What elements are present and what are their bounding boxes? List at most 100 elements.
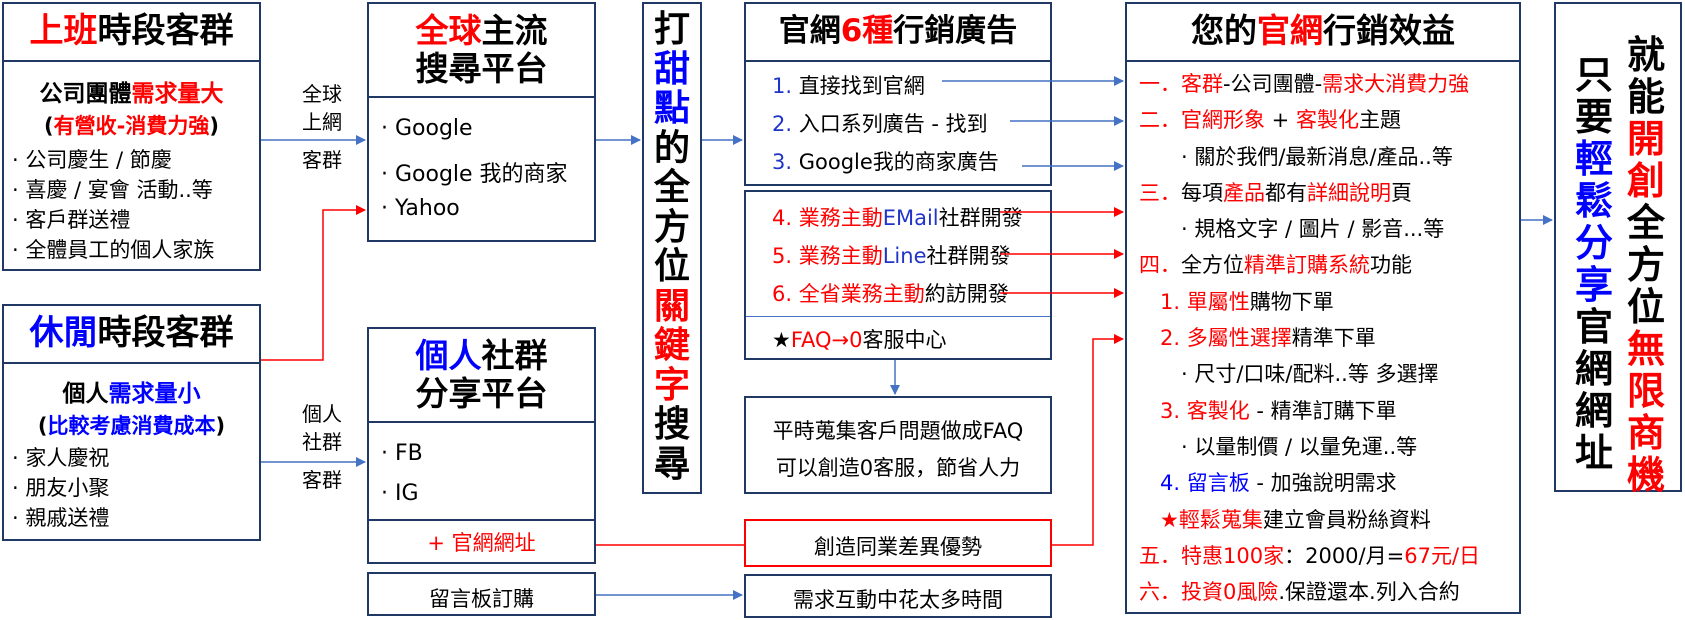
final-message-column-right: 就能開創全方位無限商機 [1624, 34, 1668, 496]
official-site-url-link: + 官網網址 [427, 531, 536, 555]
final-message-column-left: 只要輕鬆分享官網網址 [1572, 54, 1616, 474]
final-message-char: 創 [1626, 159, 1665, 203]
ads-item: 2. 入口系列廣告 - 找到 [772, 112, 988, 136]
benefit-text: · 尺寸/口味/配料..等 多選擇 [1139, 362, 1439, 387]
leisure-item: · 家人慶祝 [12, 446, 110, 470]
work-segment-box: 上班時段客群 公司團體需求量大 (有營收-消費力強) · 公司慶生 / 節慶 ·… [2, 2, 261, 271]
benefit-text: ：2000/月= [1284, 543, 1405, 568]
faq-note-box: 平時蒐集客戶問題做成FAQ 可以創造0客服，節省人力 [744, 396, 1052, 494]
final-message-char: 要 [1574, 95, 1613, 139]
work-segment-subtitle: 公司團體需求量大 [39, 81, 224, 107]
business-dev-divider [746, 316, 1050, 317]
benefit-line: · 尺寸/口味/配料..等 多選擇 [1139, 356, 1480, 392]
benefit-line: 2. 多屬性選擇精準下單 [1139, 320, 1480, 356]
leisure-segment-subtitle: 個人需求量小 [62, 381, 201, 407]
benefit-line: · 關於我們/最新消息/產品..等 [1139, 139, 1480, 175]
social-platform-title: 個人社群 分享平台 [369, 329, 594, 423]
final-message-char: 位 [1626, 285, 1665, 329]
benefit-line: ★輕鬆蒐集建立會員粉絲資料 [1139, 502, 1480, 538]
message-board-order-box: 留言板訂購 [367, 572, 596, 616]
benefit-line: · 以量制價 / 以量免運..等 [1139, 429, 1480, 465]
benefit-line: 1. 單屬性購物下單 [1139, 284, 1480, 320]
benefit-text: 每項 [1181, 180, 1223, 205]
social-platform-item: · IG [381, 481, 419, 506]
benefit-text: 產品 [1223, 180, 1265, 205]
final-message-char: 官 [1574, 305, 1613, 349]
business-dev-box: 4. 業務主動EMail社群開發 5. 業務主動Line社群開發 6. 全省業務… [744, 190, 1052, 360]
benefit-text: 二． [1139, 108, 1181, 133]
keyword-char: 全 [653, 167, 690, 208]
work-item: · 喜慶 / 宴會 活動..等 [12, 178, 213, 202]
benefit-text: 都有 [1265, 180, 1307, 205]
final-message-char: 網 [1574, 347, 1613, 391]
label-personal-social-customers: 個人 社群 客群 [302, 402, 342, 492]
final-message-char: 址 [1574, 431, 1613, 475]
benefit-text: 需求大消費力強 [1322, 72, 1470, 96]
benefit-text: 精準訂購系統 [1244, 253, 1370, 278]
benefit-text: 詳細說明 [1307, 180, 1391, 205]
leisure-segment-note: (比較考慮消費成本) [37, 414, 226, 438]
benefit-line: 五．特惠100家：2000/月=67元/日 [1139, 538, 1480, 574]
ads-item: 1. 直接找到官網 [772, 74, 925, 98]
leisure-item: · 親戚送禮 [12, 506, 110, 530]
benefit-text: 67元/日 [1404, 543, 1481, 568]
benefit-text: 客製化 [1295, 108, 1359, 133]
leisure-segment-box: 休閒時段客群 個人需求量小 (比較考慮消費成本) · 家人慶祝 · 朋友小聚 ·… [2, 304, 261, 541]
benefit-text: · 以量制價 / 以量免運..等 [1139, 434, 1418, 459]
benefit-line: 一．客群-公司團體-需求大消費力強 [1139, 66, 1480, 102]
benefit-line: 二．官網形象 + 客製化主題 [1139, 102, 1480, 138]
benefit-text: 一． [1139, 72, 1181, 96]
benefit-text: 客群 [1181, 72, 1223, 96]
business-dev-item: 6. 全省業務主動約訪開發 [772, 282, 1009, 306]
keyword-char: 打 [653, 9, 690, 50]
search-platform-box: 全球主流 搜尋平台 · Google · Google 我的商家 · Yahoo [367, 2, 596, 242]
final-message-char: 方 [1626, 243, 1665, 287]
final-message-char: 機 [1626, 453, 1665, 497]
benefit-text: - 加強說明需求 [1249, 471, 1397, 496]
final-message-char: 只 [1574, 53, 1613, 97]
keyword-search-box: 打甜點的全方位關鍵字搜尋 [642, 2, 702, 494]
social-platform-item: · FB [381, 441, 423, 466]
benefit-text: ★ [1139, 507, 1179, 532]
keyword-vertical-text: 打甜點的全方位關鍵字搜尋 [644, 10, 700, 484]
search-platform-item: · Yahoo [381, 196, 460, 221]
ads-box: 官網6種行銷廣告 1. 直接找到官網 2. 入口系列廣告 - 找到 3. Goo… [744, 2, 1052, 186]
final-message-char: 就 [1626, 33, 1665, 77]
keyword-char: 關 [653, 285, 690, 327]
final-message-char: 網 [1574, 389, 1613, 433]
keyword-char: 點 [653, 88, 690, 129]
time-cost-box: 需求互動中花太多時間 [744, 574, 1052, 618]
benefit-text: 4. [1139, 471, 1187, 496]
faq-note-line: 平時蒐集客戶問題做成FAQ [772, 419, 1024, 443]
benefit-text: 三． [1139, 180, 1181, 205]
search-platform-title: 全球主流 搜尋平台 [369, 4, 594, 98]
keyword-char: 尋 [653, 443, 690, 485]
keyword-char: 搜 [653, 404, 690, 445]
final-message-char: 開 [1626, 117, 1665, 161]
benefit-text: 1. [1139, 289, 1187, 314]
leisure-segment-title: 休閒時段客群 [4, 306, 259, 364]
benefit-text: 購物下單 [1249, 289, 1334, 314]
keyword-char: 位 [653, 246, 690, 287]
arrow-diff-to-benefits [1052, 334, 1124, 546]
benefit-text: 功能 [1370, 253, 1412, 278]
differentiation-box: 創造同業差異優勢 [744, 519, 1052, 567]
benefit-text: 特惠100家 [1181, 543, 1285, 568]
benefit-text: 頁 [1391, 180, 1412, 205]
ads-title: 官網6種行銷廣告 [746, 4, 1050, 62]
benefit-text: 3. [1139, 398, 1187, 423]
work-item: · 客戶群送禮 [12, 208, 131, 232]
final-message-char: 鬆 [1574, 179, 1613, 223]
benefit-text: 客製化 [1186, 398, 1250, 423]
faq-service-center: ★FAQ→0客服中心 [772, 328, 947, 352]
keyword-char: 的 [653, 127, 690, 169]
work-item: · 全體員工的個人家族 [12, 238, 215, 262]
benefit-text: 留言板 [1186, 471, 1250, 496]
keyword-char: 字 [653, 364, 690, 406]
faq-note-line: 可以創造0客服，節省人力 [775, 456, 1021, 480]
benefit-text: 輕鬆蒐集 [1178, 507, 1263, 532]
business-dev-item: 4. 業務主動EMail社群開發 [772, 206, 1023, 230]
benefits-title: 您的官網行銷效益 [1127, 4, 1519, 62]
social-platform-box: 個人社群 分享平台 · FB · IG + 官網網址 [367, 327, 596, 564]
